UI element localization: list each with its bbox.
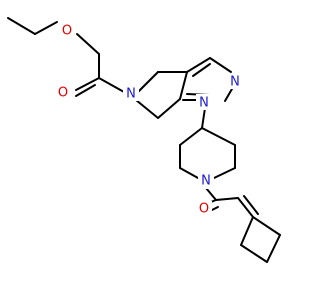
bond [243, 195, 259, 215]
bond [252, 216, 281, 236]
bond [237, 197, 254, 218]
atom-nitrogen-pyrazole-bottom: N [199, 96, 209, 111]
bond [205, 187, 217, 201]
bond [209, 57, 232, 73]
atom-bg [227, 73, 243, 89]
bond [34, 21, 58, 35]
bond [179, 167, 199, 179]
atom-labels: O O N N N N O [55, 23, 243, 217]
atom-nitrogen-pyrazole-top: N [230, 75, 240, 90]
bond [215, 197, 239, 201]
bond [201, 127, 236, 146]
bond [7, 17, 36, 35]
bond [137, 71, 159, 93]
bond [98, 77, 125, 93]
bond [76, 33, 100, 55]
bond [213, 167, 236, 179]
bond [240, 216, 254, 246]
atom-nitrogen-pyrrole: N [126, 87, 136, 102]
atom-bg [58, 23, 74, 39]
atom-oxygen-carbonyl-bottom: O [199, 202, 209, 217]
atom-oxygen-ether: O [62, 24, 72, 39]
atom-bg [123, 85, 139, 101]
bond [75, 84, 96, 97]
bond [179, 71, 188, 100]
bond [266, 234, 281, 263]
bond [186, 57, 211, 73]
atom-bg [196, 201, 212, 217]
bond [135, 99, 159, 119]
bond [192, 63, 211, 77]
bond [179, 127, 203, 146]
molecule-diagram: O O N N N N O [7, 17, 281, 263]
bonds [7, 17, 281, 263]
atom-nitrogen-piperidine: N [201, 174, 211, 189]
atom-oxygen-carbonyl-top: O [58, 86, 68, 101]
bond [240, 244, 268, 263]
bond [157, 98, 181, 119]
atom-bg [55, 84, 71, 100]
bond [75, 77, 100, 91]
bond [201, 107, 206, 129]
atom-bg [198, 173, 214, 189]
atom-bg [196, 94, 212, 110]
